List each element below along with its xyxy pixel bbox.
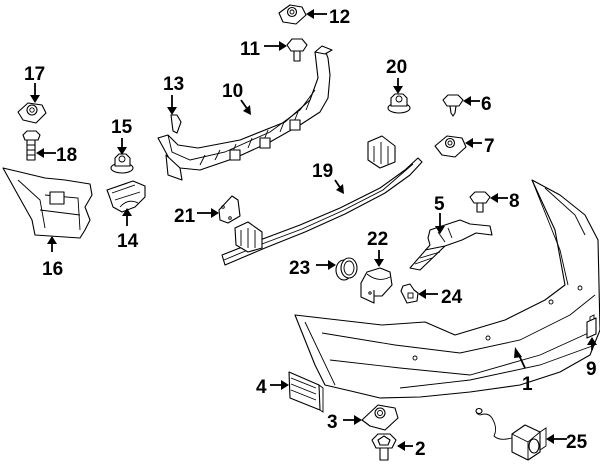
callout-14: 14 <box>117 208 139 252</box>
callout-label-7: 7 <box>484 136 495 157</box>
callout-label-17: 17 <box>24 64 45 85</box>
part-3-clip-nut <box>361 404 399 431</box>
part-25-camera <box>475 407 547 461</box>
callout-11: 11 <box>240 39 287 60</box>
part-18-bolt <box>22 130 41 161</box>
callout-25: 25 <box>546 432 588 453</box>
part-15-nut <box>110 153 134 174</box>
part-5-bracket <box>409 219 493 271</box>
callout-1: 1 <box>514 347 533 395</box>
part-8-bolt <box>469 191 491 213</box>
callout-10: 10 <box>222 81 251 115</box>
callout-4: 4 <box>256 377 289 398</box>
callout-label-12: 12 <box>329 7 350 28</box>
callout-label-19: 19 <box>312 161 333 182</box>
callout-23: 23 <box>289 258 336 279</box>
callout-label-6: 6 <box>481 94 492 115</box>
callout-label-3: 3 <box>327 412 338 433</box>
callout-label-8: 8 <box>509 191 520 212</box>
part-2-bolt <box>371 433 397 461</box>
callout-label-20: 20 <box>386 57 407 78</box>
callout-label-24: 24 <box>441 287 463 308</box>
part-1-bumper-cover <box>294 179 600 399</box>
part-11-bolt <box>286 38 308 62</box>
callout-label-23: 23 <box>289 258 310 279</box>
part-20-nut <box>387 93 411 114</box>
callout-15: 15 <box>111 117 133 155</box>
part-24-sensor-bracket <box>400 283 419 304</box>
callout-20: 20 <box>386 57 407 94</box>
callout-label-15: 15 <box>111 117 133 138</box>
part-6-bolt <box>442 94 464 117</box>
callout-label-9: 9 <box>586 359 597 380</box>
callout-17: 17 <box>24 64 45 103</box>
callout-18: 18 <box>36 145 77 166</box>
callout-19: 19 <box>312 161 344 194</box>
callout-label-18: 18 <box>56 145 77 166</box>
callout-label-10: 10 <box>222 81 243 102</box>
callout-8: 8 <box>490 191 520 212</box>
callout-label-13: 13 <box>163 74 184 95</box>
part-17-clip-nut <box>17 102 47 124</box>
part-13-insert <box>170 114 182 134</box>
callout-5: 5 <box>434 194 445 234</box>
callout-22: 22 <box>367 229 388 267</box>
callout-label-2: 2 <box>415 439 426 460</box>
part-4-reflector <box>288 371 324 413</box>
callout-21: 21 <box>174 206 219 227</box>
callout-6: 6 <box>463 94 492 115</box>
callout-7: 7 <box>465 136 495 157</box>
part-22-park-sensor <box>360 267 393 304</box>
callout-2: 2 <box>397 439 426 460</box>
callout-label-21: 21 <box>174 206 196 227</box>
part-19-impact-bar <box>221 135 423 266</box>
callout-label-25: 25 <box>566 432 588 453</box>
callout-label-1: 1 <box>522 374 533 395</box>
callout-label-22: 22 <box>367 229 388 250</box>
part-9-tow-hook-cover <box>586 314 597 339</box>
callout-label-16: 16 <box>42 259 63 280</box>
callout-3: 3 <box>327 412 362 433</box>
part-21-cover-plate <box>218 195 241 224</box>
part-16-side-bracket <box>2 167 93 239</box>
callout-9: 9 <box>586 337 597 380</box>
part-12-clip-nut <box>278 4 307 25</box>
part-14-guide <box>106 180 146 213</box>
callout-12: 12 <box>306 7 350 28</box>
callout-label-14: 14 <box>117 231 139 252</box>
callout-24: 24 <box>418 287 463 308</box>
callout-label-11: 11 <box>240 39 261 60</box>
callout-16: 16 <box>42 236 63 280</box>
part-10-energy-absorber <box>157 45 333 181</box>
callout-label-5: 5 <box>434 194 445 215</box>
callout-label-4: 4 <box>256 377 267 398</box>
part-7-clip-nut <box>434 135 467 158</box>
callout-13: 13 <box>163 74 184 115</box>
part-23-sensor-ring <box>335 257 358 281</box>
